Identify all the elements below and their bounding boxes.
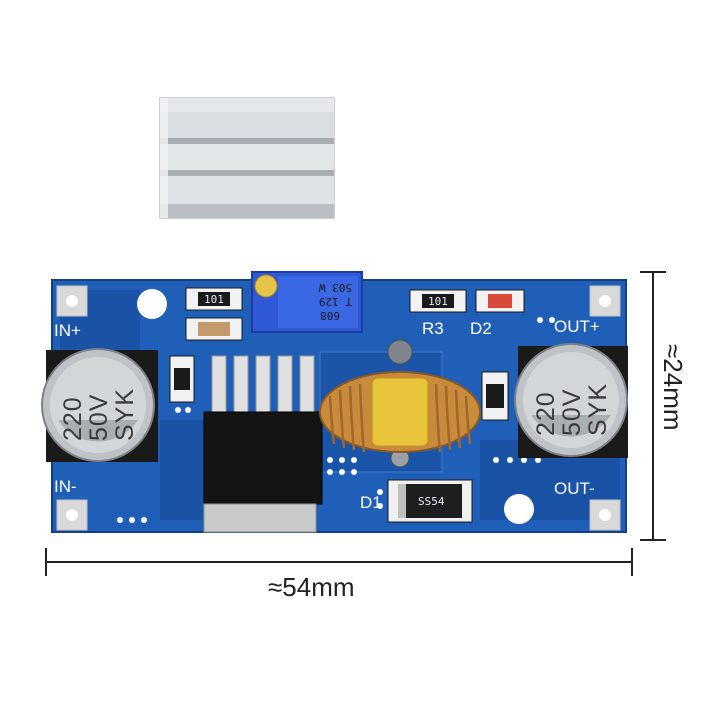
cap-right-line3: SYK — [584, 383, 612, 436]
smd-marking-r3: 101 — [428, 295, 448, 308]
pot-marking-line2: T 129 — [319, 295, 352, 308]
potentiometer: 503 W T 129 608 — [251, 271, 363, 333]
capacitor-left: 220 50V SYK — [41, 348, 158, 462]
smd-resistor-top-left: 101 — [185, 287, 243, 311]
vias — [117, 317, 555, 523]
cap-left-line1: 220 — [59, 396, 87, 441]
smd-marking-top-left: 101 — [204, 293, 224, 306]
smd-component-left-mid — [169, 355, 195, 403]
cap-left-line3: SYK — [111, 388, 139, 441]
smd-resistor-r3: 101 — [409, 289, 467, 313]
pad-out-plus — [589, 285, 621, 317]
diode-marking: SS54 — [418, 495, 445, 508]
label-d2: D2 — [470, 319, 492, 338]
mounting-hole-top — [137, 289, 167, 319]
label-r3: R3 — [422, 319, 444, 338]
capacitor-right: 220 50V SYK — [514, 343, 628, 458]
cap-right-line2: 50V — [558, 389, 586, 436]
smd-capacitor-left — [185, 317, 243, 341]
pad-in-minus — [56, 499, 88, 531]
diode-d1: SS54 — [387, 479, 473, 523]
label-d1: D1 — [360, 493, 382, 512]
pad-in-plus — [56, 285, 88, 317]
height-label: ≈24mm — [658, 344, 688, 431]
width-label: ≈54mm — [268, 572, 355, 602]
pot-marking-line1: 503 W — [319, 281, 352, 294]
label-out-minus: OUT- — [554, 479, 595, 498]
smd-component-right — [481, 371, 509, 421]
dimension-height — [640, 271, 666, 541]
label-in-minus: IN- — [54, 477, 77, 496]
pot-marking-line3: 608 — [320, 309, 340, 322]
regulator-ic — [203, 355, 323, 533]
toroidal-inductor — [319, 339, 481, 468]
label-out-plus: OUT+ — [554, 317, 600, 336]
dimension-width — [45, 548, 633, 576]
mounting-hole-bottom — [504, 494, 534, 524]
pad-out-minus — [589, 499, 621, 531]
cap-left-line2: 50V — [85, 394, 113, 441]
label-in-plus: IN+ — [54, 321, 81, 340]
cap-right-line1: 220 — [532, 391, 560, 436]
led-d2 — [475, 289, 525, 313]
heatsink — [159, 97, 335, 219]
